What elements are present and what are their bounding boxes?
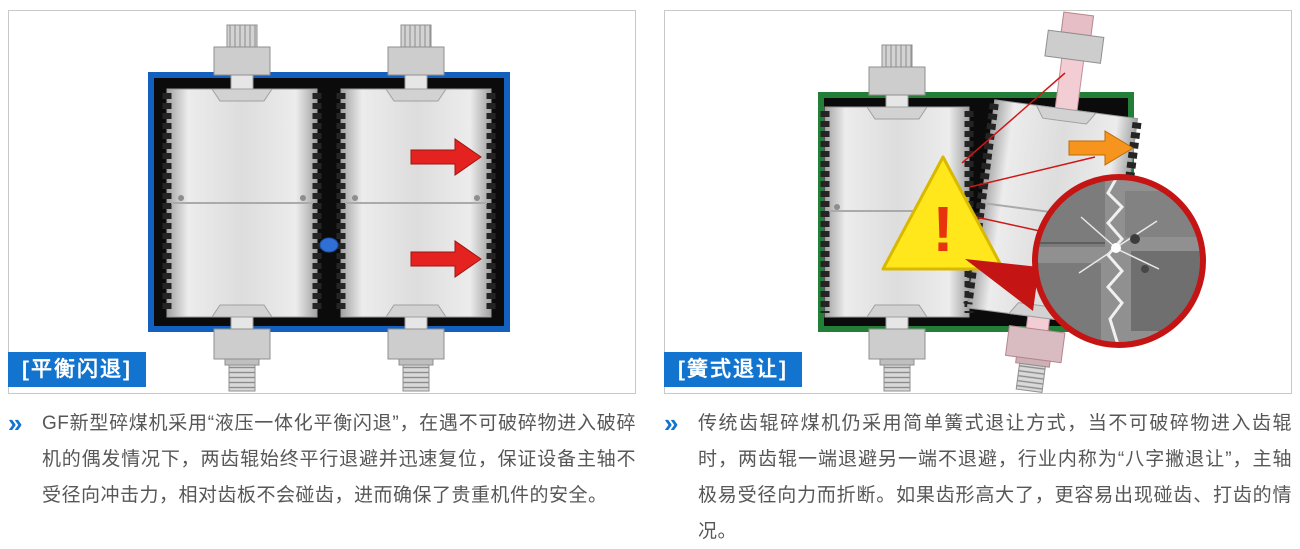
right-description: » 传统齿辊碎煤机仍采用简单簧式退让方式，当不可破碎物进入齿辊时，两齿辊一端退避…: [664, 406, 1292, 549]
retreat-arrow-upper: [410, 138, 482, 176]
impact-spark-lines: [1078, 216, 1160, 274]
right-caption-badge: [簧式退让]: [664, 351, 802, 387]
retreat-direction-arrows: [410, 138, 482, 278]
left-illustration-frame: [平衡闪退]: [8, 10, 636, 394]
magnifier-pointer-wedge: [965, 259, 1039, 311]
double-chevron-icon: »: [664, 408, 679, 438]
retreat-arrow-lower: [410, 240, 482, 278]
right-toothed-roller: [336, 88, 496, 318]
magnifier-detail-view: [1035, 177, 1203, 345]
right-description-text: 传统齿辊碎煤机仍采用简单簧式退让方式，当不可破碎物进入齿辊时，两齿辊一端退避另一…: [698, 413, 1292, 543]
panel-spring-yield: !: [664, 10, 1292, 549]
yield-direction-arrow: [1068, 130, 1134, 166]
panel-balanced-retreat: [平衡闪退] » GF新型碎煤机采用“液压一体化平衡闪退”，在遇不可破碎物进入破…: [8, 10, 636, 549]
parallel-retreat-diagram: [148, 24, 510, 392]
magnifier-ring: [1032, 174, 1206, 348]
gear-mesh-zigzag: [1106, 177, 1125, 345]
right-illustration-frame: !: [664, 10, 1292, 394]
left-description: » GF新型碎煤机采用“液压一体化平衡闪退”，在遇不可破碎物进入破碎机的偶发情况…: [8, 406, 636, 514]
double-chevron-icon: »: [8, 408, 23, 438]
spring-yield-diagram: !: [818, 11, 1206, 393]
warning-triangle: [881, 155, 1005, 271]
left-toothed-roller: [162, 88, 322, 318]
warning-exclamation-icon: !: [932, 193, 953, 265]
material-lump: [319, 237, 339, 253]
left-caption-badge: [平衡闪退]: [8, 351, 146, 387]
left-description-text: GF新型碎煤机采用“液压一体化平衡闪退”，在遇不可破碎物进入破碎机的偶发情况下，…: [42, 413, 636, 507]
